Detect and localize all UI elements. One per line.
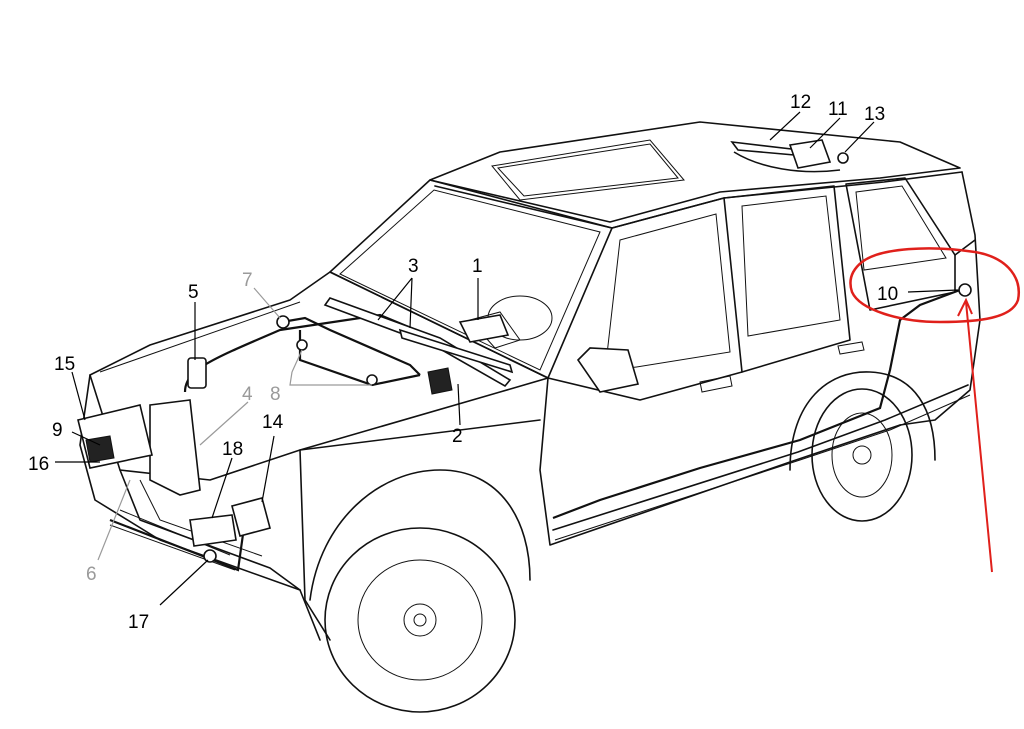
callout-11: 11 — [828, 99, 848, 120]
callout-15: 15 — [54, 354, 75, 375]
callout-14: 14 — [262, 412, 284, 433]
highlight-arrow — [957, 297, 993, 573]
highlight-ellipse — [849, 247, 1020, 324]
vehicle-outline — [79, 121, 981, 713]
callout-6: 6 — [86, 564, 97, 585]
callout-17: 17 — [128, 612, 149, 633]
callout-4: 4 — [242, 384, 253, 405]
callout-2: 2 — [452, 426, 463, 447]
callout-1: 1 — [472, 256, 483, 277]
callout-16: 16 — [28, 454, 49, 475]
red-highlight-annotation — [849, 247, 1020, 573]
callout-13: 13 — [864, 104, 885, 125]
callout-labels: 1 2 3 4 5 6 7 8 9 10 11 12 13 14 15 16 1… — [28, 92, 898, 633]
callout-7: 7 — [242, 270, 253, 291]
callout-18: 18 — [222, 439, 243, 460]
callout-8: 8 — [270, 384, 281, 405]
callout-10: 10 — [877, 284, 898, 305]
leader-lines — [55, 111, 959, 606]
callout-3: 3 — [408, 256, 419, 277]
washer-components — [77, 139, 972, 572]
callout-12: 12 — [790, 92, 811, 113]
callout-5: 5 — [188, 282, 199, 303]
callout-9: 9 — [52, 420, 63, 441]
